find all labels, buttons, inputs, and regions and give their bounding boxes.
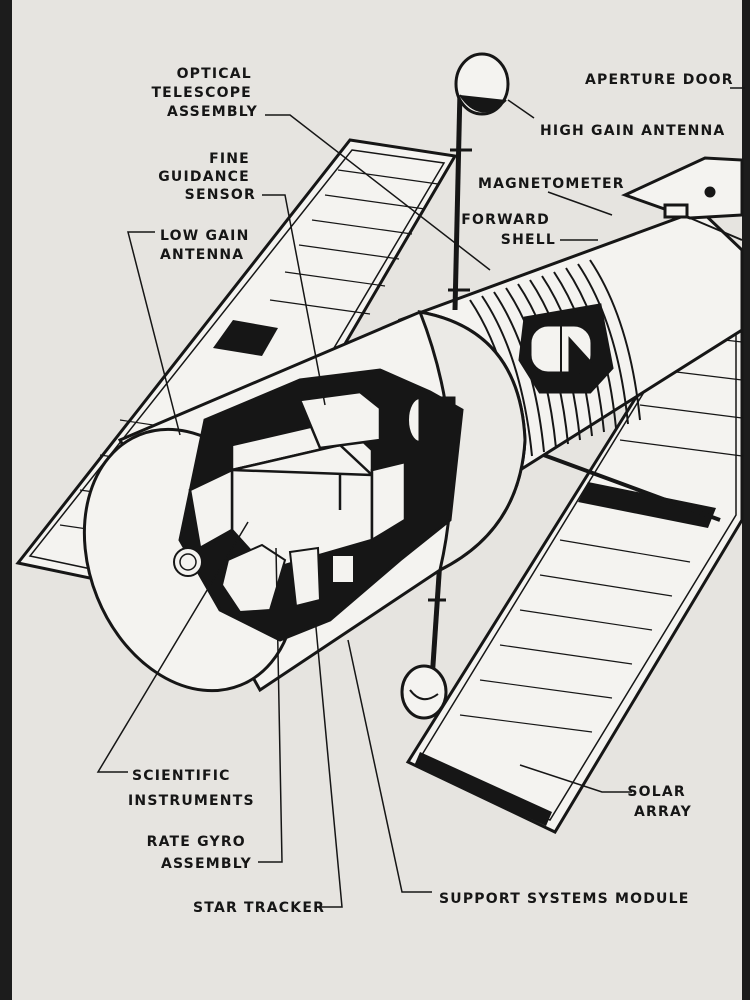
label-star-tracker: STAR TRACKER (193, 900, 325, 916)
label-optical-telescope-assembly: OPTICAL TELESCOPE ASSEMBLY (151, 66, 258, 120)
aperture-door (621, 156, 744, 241)
leader-lines (96, 87, 745, 908)
label-aperture-door: APERTURE DOOR (585, 72, 734, 88)
labels: OPTICAL TELESCOPE ASSEMBLY FINE GUIDANCE… (128, 66, 734, 916)
label-fine-guidance-sensor: FINE GUIDANCE SENSOR (158, 151, 256, 203)
label-support-systems-module: SUPPORT SYSTEMS MODULE (439, 891, 689, 907)
label-solar-array: SOLAR ARRAY (627, 784, 692, 820)
support-systems-module (82, 310, 527, 693)
label-magnetometer: MAGNETOMETER (478, 176, 625, 192)
label-scientific-instruments: SCIENTIFIC INSTRUMENTS (128, 768, 255, 809)
label-forward-shell: FORWARD SHELL (461, 212, 556, 248)
label-rate-gyro-assembly: RATE GYRO ASSEMBLY (147, 834, 252, 872)
high-gain-antenna (400, 52, 510, 720)
label-high-gain-antenna: HIGH GAIN ANTENNA (540, 123, 725, 139)
label-low-gain-antenna: LOW GAIN ANTENNA (160, 228, 256, 263)
